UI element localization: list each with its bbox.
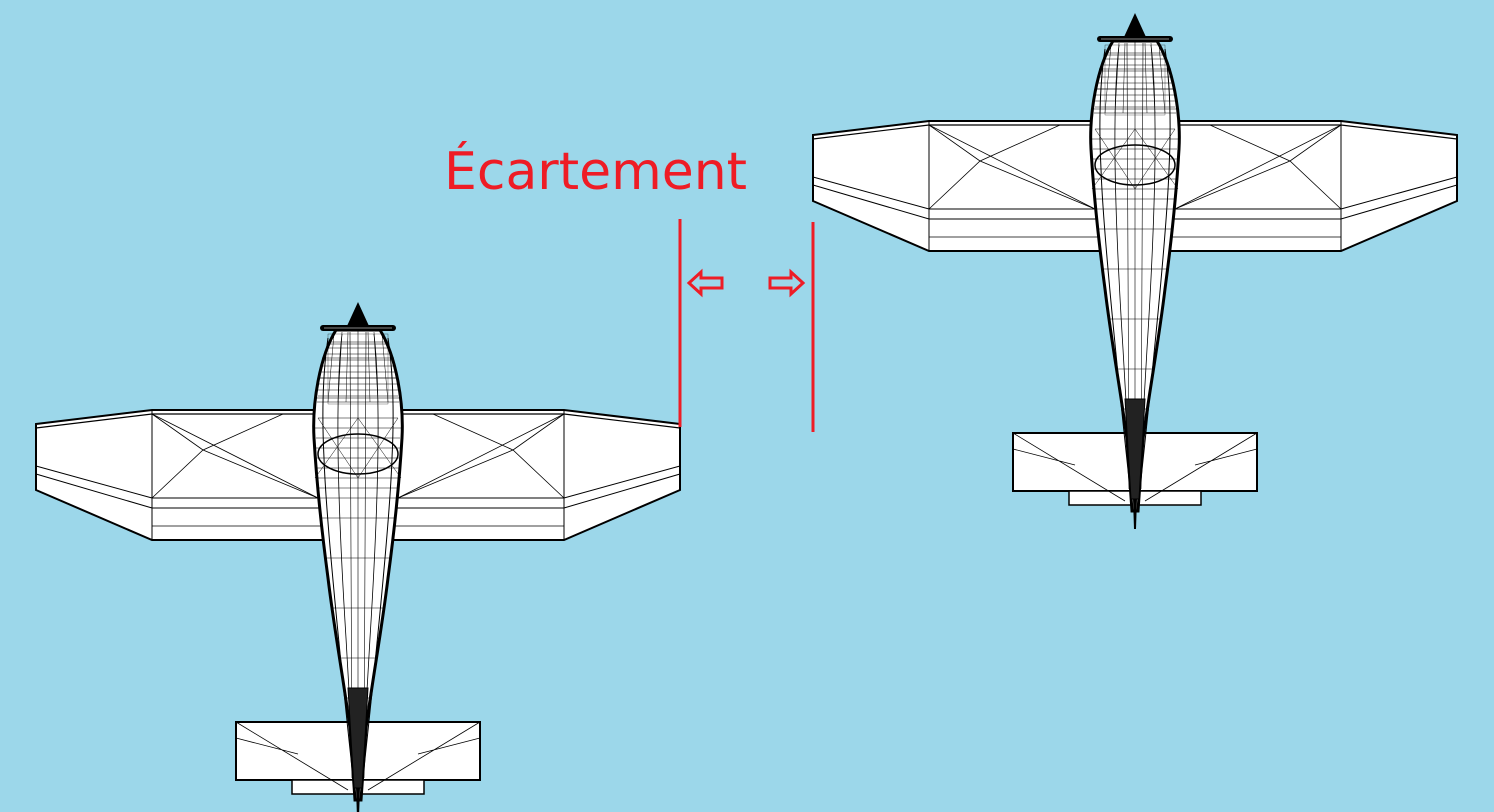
aircraft-left — [34, 300, 682, 812]
gap-label: Écartement — [444, 142, 748, 202]
aircraft-right — [811, 11, 1459, 531]
arrow-right-icon — [768, 268, 806, 298]
arrow-left-icon — [686, 268, 724, 298]
